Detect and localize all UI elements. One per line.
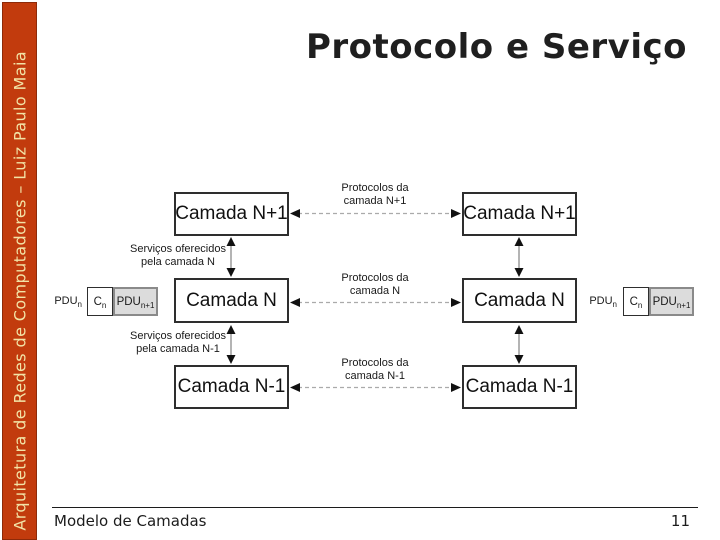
protocol-label-line2: camada N-1	[345, 369, 405, 382]
pdu-unit-label-right: PDUn	[587, 287, 617, 315]
footer-section-title: Modelo de Camadas	[54, 512, 207, 530]
footer-divider	[52, 507, 698, 508]
protocol-label-line1: Protocolos da	[341, 357, 409, 369]
pdu-group-left: Cn PDUn+1	[87, 287, 158, 316]
pdu-payload-cell: PDUn+1	[113, 287, 158, 316]
pdu-group-right: Cn PDUn+1	[623, 287, 694, 316]
pdu-header-cell: Cn	[87, 287, 113, 316]
pdu-header-text: C	[629, 295, 638, 308]
pdu-unit-sub: n	[77, 300, 82, 309]
protocol-label-line1: Protocolos da	[341, 182, 409, 194]
pdu-payload-cell: PDUn+1	[649, 287, 694, 316]
service-lines	[230, 244, 520, 357]
layer-box-right-camada-n: Camada N	[462, 278, 577, 323]
service-label-line2: pela camada N-1	[136, 342, 220, 355]
service-label-camada-n-minus-1: Serviços oferecidos pela camada N-1	[108, 330, 248, 355]
protocol-label-line1: Protocolos da	[341, 272, 409, 284]
footer-page-number: 11	[670, 512, 690, 530]
layer-box-right-camada-n-plus-1: Camada N+1	[462, 192, 577, 236]
layer-box-right-camada-n-minus-1: Camada N-1	[462, 365, 577, 409]
pdu-header-text: C	[93, 295, 102, 308]
service-label-line1: Serviços oferecidos	[130, 330, 226, 342]
pdu-unit-sub: n	[612, 300, 617, 309]
pdu-payload-sub: n+1	[140, 300, 155, 310]
pdu-payload-sub: n+1	[676, 300, 691, 310]
protocol-label-n: Protocolos da camada N	[295, 272, 455, 297]
pdu-header-sub: n	[101, 300, 107, 310]
service-arrowheads	[226, 237, 524, 364]
pdu-unit-label-left: PDUn	[50, 287, 82, 315]
protocol-arrowheads	[290, 209, 461, 392]
pdu-unit-text: PDU	[54, 295, 78, 307]
service-label-line2: pela camada N	[141, 255, 215, 268]
pdu-payload-text: PDU	[116, 295, 141, 308]
pdu-payload-text: PDU	[652, 295, 677, 308]
sidebar-bar: Arquitetura de Redes de Computadores – L…	[2, 2, 37, 540]
layer-box-left-camada-n: Camada N	[174, 278, 289, 323]
protocol-label-n-plus-1: Protocolos da camada N+1	[295, 182, 455, 207]
protocol-dashed-lines	[298, 212, 452, 389]
layer-box-left-camada-n-minus-1: Camada N-1	[174, 365, 289, 409]
page-title: Protocolo e Serviço	[305, 27, 687, 67]
service-label-line1: Serviços oferecidos	[130, 243, 226, 255]
protocol-label-n-minus-1: Protocolos da camada N-1	[295, 357, 455, 382]
service-label-camada-n: Serviços oferecidos pela camada N	[108, 243, 248, 268]
pdu-unit-text: PDU	[589, 295, 613, 307]
pdu-header-sub: n	[637, 300, 643, 310]
protocol-label-line2: camada N+1	[343, 194, 407, 207]
pdu-header-cell: Cn	[623, 287, 649, 316]
layer-box-left-camada-n-plus-1: Camada N+1	[174, 192, 289, 236]
protocol-label-line2: camada N	[349, 284, 401, 297]
